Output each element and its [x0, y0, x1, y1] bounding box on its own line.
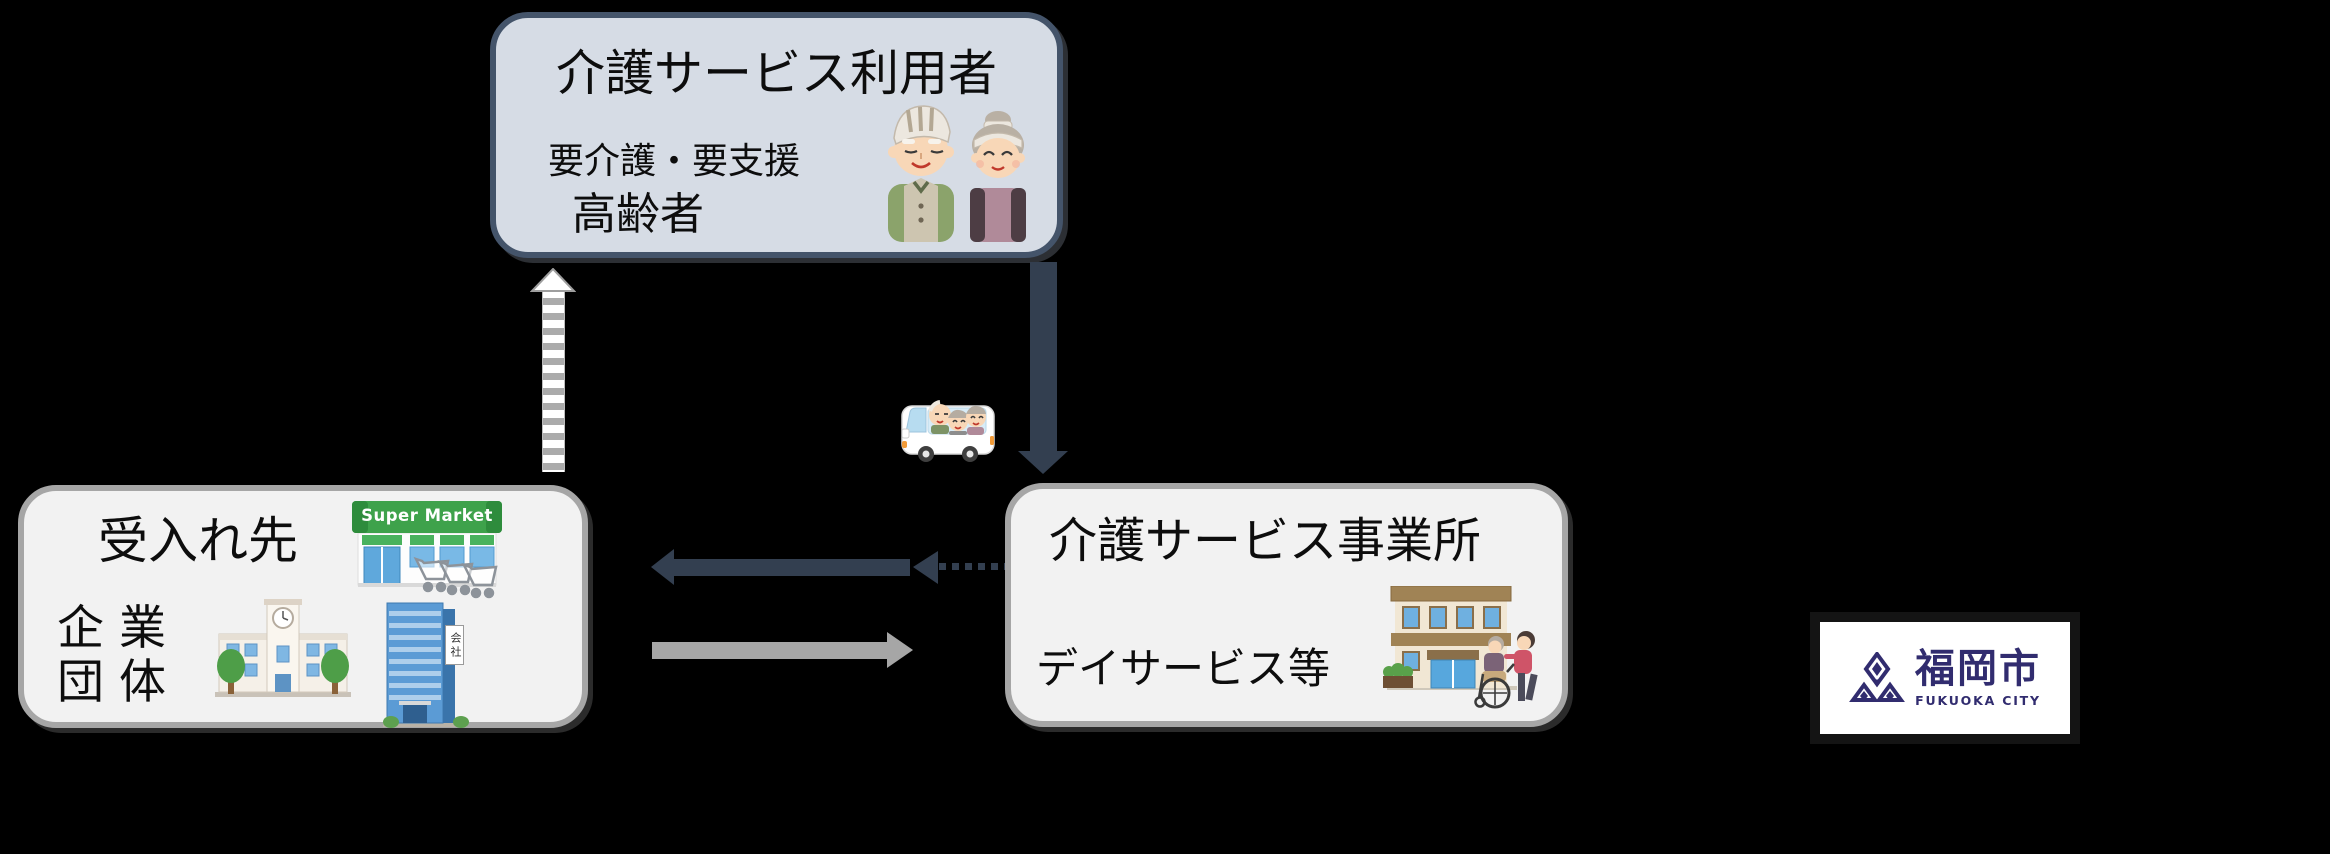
dotted-path-arrowhead	[913, 551, 938, 584]
users-box-title: 介護サービス利用者	[555, 45, 997, 102]
hosts-box: 受入れ先 企 業 団 体	[18, 485, 588, 728]
users-box: 介護サービス利用者 要介護・要支援 高齢者	[490, 12, 1063, 258]
dotted-path-horizontal	[939, 563, 1047, 570]
arrow-providers-to-hosts-head	[651, 549, 674, 585]
arrow-hosts-to-providers-head	[887, 632, 913, 668]
school-illustration	[215, 599, 351, 697]
fukuoka-city-logo: 福岡市 FUKUOKA CITY	[1810, 612, 2080, 744]
providers-box: 介護サービス事業所 デイサービス等	[1005, 483, 1568, 727]
hosts-type-label-1: 企 業	[57, 601, 166, 656]
arrow-hosts-to-users-shaft	[542, 290, 565, 472]
arrow-users-to-providers-head	[1018, 451, 1068, 474]
arrow-hosts-to-users-head	[530, 268, 576, 292]
users-group-label: 高齢者	[572, 189, 704, 240]
office-building-illustration: 会社	[381, 599, 469, 729]
fukuoka-city-emblem-icon	[1849, 652, 1905, 702]
hosts-box-title: 受入れ先	[98, 512, 298, 570]
elderly-couple-illustration	[888, 105, 1026, 242]
providers-service-label: デイサービス等	[1036, 644, 1331, 693]
users-need-level-label: 要介護・要支援	[548, 141, 801, 182]
hosts-type-label-2: 団 体	[57, 655, 166, 710]
fukuoka-city-name-en: FUKUOKA CITY	[1915, 693, 2041, 708]
care-van-illustration	[901, 400, 995, 462]
providers-box-title: 介護サービス事業所	[1049, 513, 1482, 569]
day-service-illustration	[1383, 586, 1538, 709]
arrow-providers-to-hosts-shaft	[673, 559, 910, 576]
arrow-hosts-to-providers-shaft	[652, 642, 889, 659]
supermarket-illustration: Super Market	[352, 499, 502, 599]
fukuoka-city-name: 福岡市	[1915, 646, 2041, 692]
supermarket-sign-label: Super Market	[361, 506, 493, 525]
office-sign-label: 会社	[445, 625, 464, 665]
arrow-users-to-providers-shaft	[1030, 262, 1057, 452]
